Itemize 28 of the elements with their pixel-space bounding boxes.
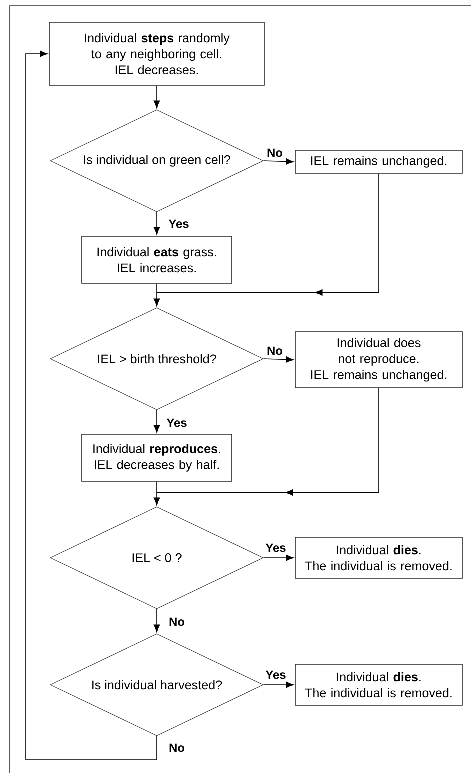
arrow xyxy=(154,212,160,235)
arrow xyxy=(263,356,294,363)
process-box: IEL remains unchanged. xyxy=(295,150,463,174)
process-box: Individual dies. The individual is removed. xyxy=(295,664,463,706)
edge-label: No xyxy=(168,742,186,754)
process-box: Individual dies. The individual is removed. xyxy=(295,537,463,579)
arrow xyxy=(154,284,160,306)
arrow xyxy=(154,86,160,109)
process-box: Individual reproduces. IEL decreases by half. xyxy=(82,434,232,482)
arrow xyxy=(263,158,294,165)
process-box: Individual eats grass. IEL increases. xyxy=(82,236,232,284)
arrow xyxy=(154,482,160,506)
edge-label: No xyxy=(168,616,186,628)
arrow xyxy=(263,554,294,562)
edge-label: Yes xyxy=(264,542,288,554)
edge-label: No xyxy=(266,346,284,356)
process-box: Individual steps randomly to any neighboring cell. IEL decreases. xyxy=(49,22,265,86)
arrow xyxy=(263,682,294,688)
arrow xyxy=(26,50,158,760)
arrow xyxy=(156,174,380,296)
arrow xyxy=(154,410,160,433)
edge-label: Yes xyxy=(264,670,288,680)
process-box: Individual does not reproduce. IEL remains unchanged. xyxy=(295,332,463,388)
arrow xyxy=(156,388,380,496)
edge-label: Yes xyxy=(168,218,190,230)
edge-label: No xyxy=(266,148,284,158)
arrow xyxy=(154,608,160,632)
edge-label: Yes xyxy=(166,418,188,428)
